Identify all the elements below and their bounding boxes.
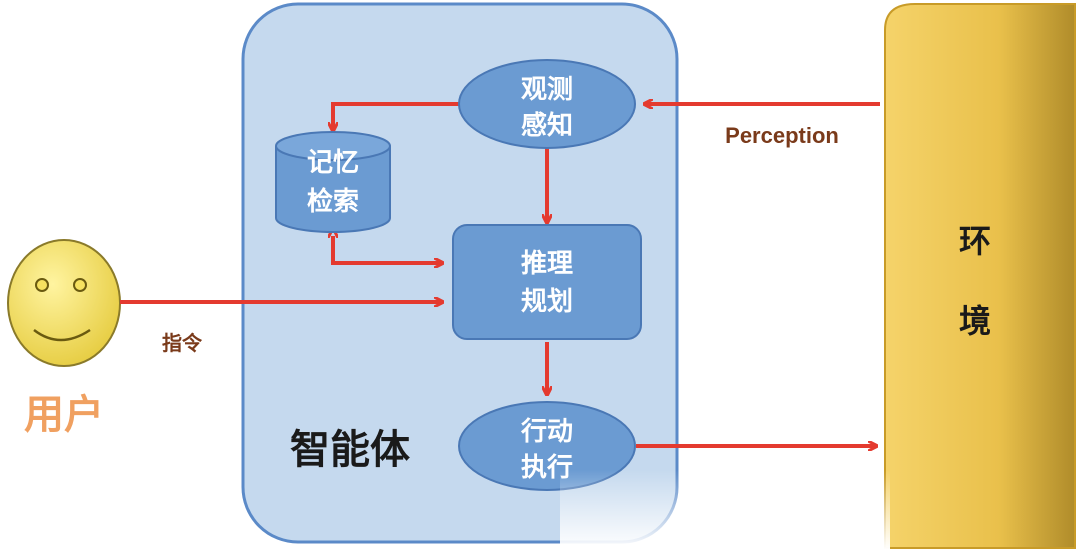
node-observe: 观测 感知 [458,59,636,149]
node-memory-line1: 记忆 [307,148,359,178]
node-reasoning-line1: 推理 [521,249,573,279]
environment-box [884,3,1076,549]
environment-label-line2: 境 [959,302,991,340]
agent-label: 智能体 [290,427,410,473]
perception-label: Perception [725,123,839,148]
arrow-memory-reasoning [333,236,442,263]
node-memory: 记忆 检索 [275,131,391,233]
node-action: 行动 执行 [458,401,636,491]
arrow-observe-to-memory [333,102,460,130]
instruction-label: 指令 [162,331,203,355]
node-observe-line1: 观测 [521,75,573,105]
user-smiley-icon [7,239,121,367]
environment-label-line1: 环 [959,222,991,260]
node-reasoning-line2: 规划 [521,287,573,317]
bottom-fade-overlay [560,470,890,550]
node-reasoning: 推理 规划 [452,224,642,340]
node-observe-line2: 感知 [521,111,573,141]
user-label: 用户 [24,392,104,438]
node-memory-line2: 检索 [307,186,359,217]
node-action-line1: 行动 [520,416,573,447]
